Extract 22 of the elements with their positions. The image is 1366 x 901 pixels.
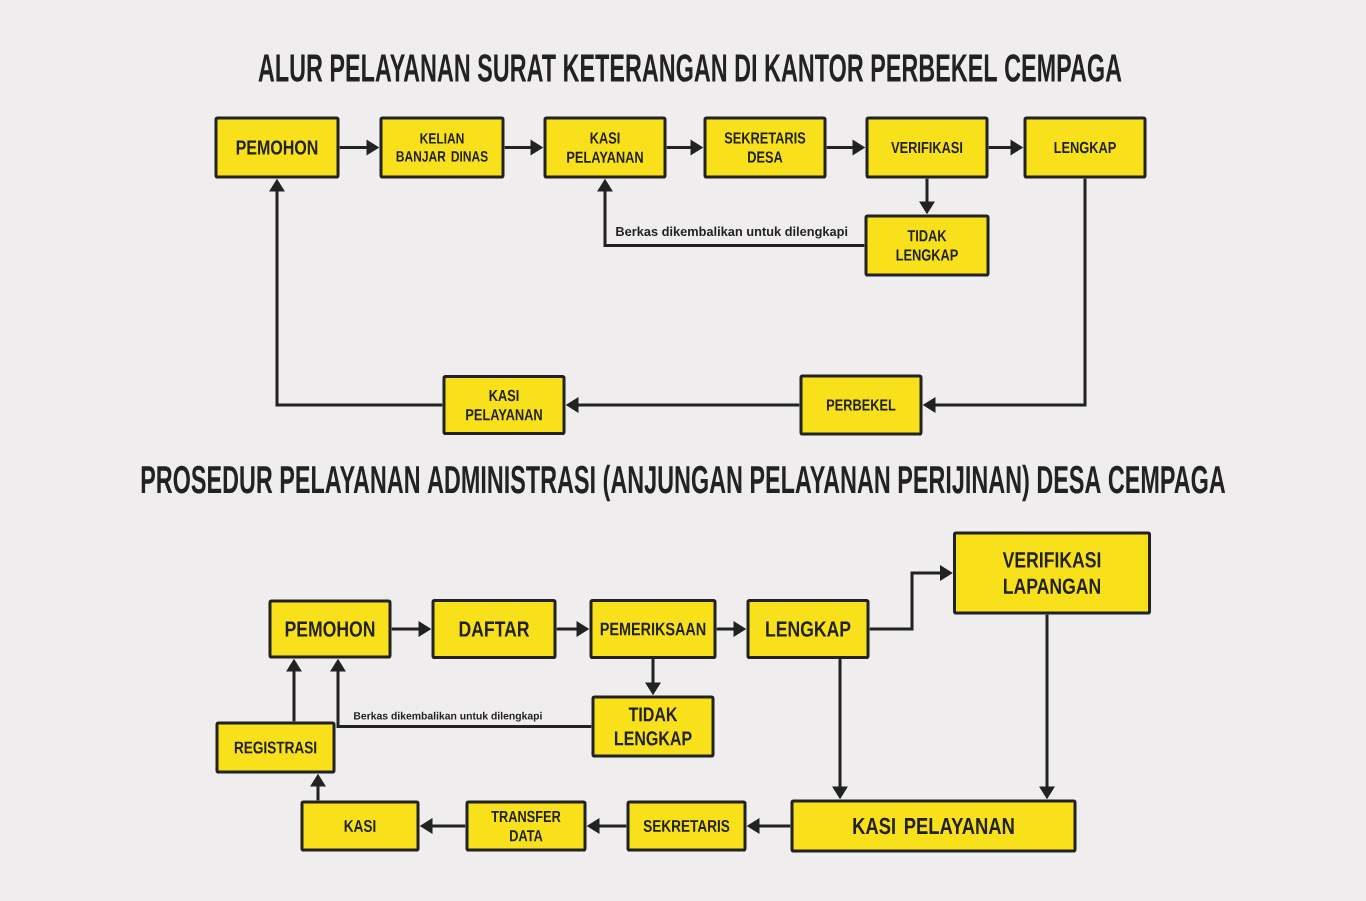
process-box: LENGKAP (1023, 116, 1147, 179)
process-box: VERIFIKASI (865, 116, 989, 179)
process-box: PEMOHON (268, 599, 392, 659)
process-box: PEMOHON (214, 116, 340, 179)
process-box: PERBEKEL (799, 374, 923, 436)
process-box: KASI PELAYANAN (442, 375, 566, 435)
process-box: TIDAK LENGKAP (591, 695, 715, 758)
process-box: REGISTRASI (215, 721, 336, 774)
process-box: LENGKAP (746, 599, 870, 659)
process-box: SEKRETARIS DESA (703, 116, 827, 179)
heading: PROSEDUR PELAYANAN ADMINISTRASI (ANJUNGAN PELAYANAN PERIJINAN) DESA CEMPAGA (141, 464, 1226, 502)
title: ALUR PELAYANAN SURAT KETERANGAN DI KANTOR PERBEKEL CEMPAGA (258, 54, 1122, 82)
process-box: KASI (300, 800, 420, 852)
process-box: PEMERIKSAAN (589, 599, 717, 659)
process-box: KASI PELAYANAN (543, 116, 667, 179)
process-box: TRANSFER DATA (465, 800, 587, 852)
process-box: SEKRETARIS (626, 800, 747, 852)
process-box: KASI PELAYANAN (790, 799, 1077, 853)
process-box: KELIAN BANJAR DINAS (379, 116, 505, 179)
process-box: VERIFIKASI LAPANGAN (953, 531, 1151, 615)
process-box: DAFTAR (431, 599, 557, 659)
process-box: TIDAK LENGKAP (864, 214, 990, 277)
